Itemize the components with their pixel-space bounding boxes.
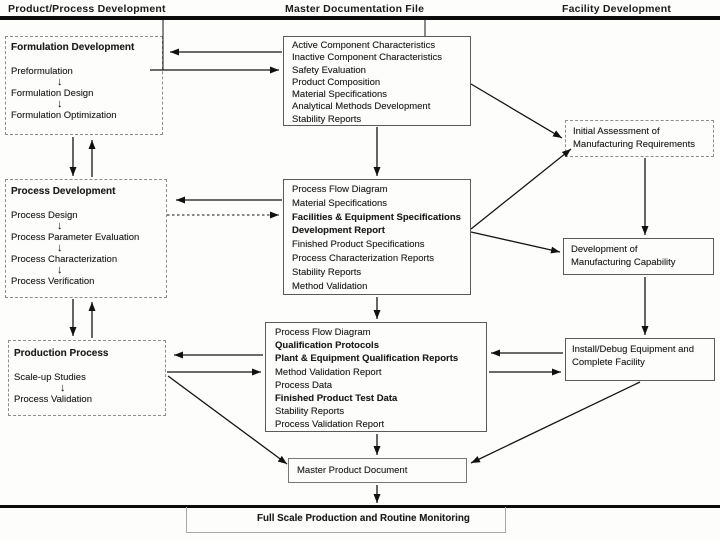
header-product-process-development: Product/Process Development (8, 3, 166, 15)
doc-item: Finished Product Specifications (292, 239, 425, 251)
full-scale-production-box: Full Scale Production and Routine Monito… (186, 507, 506, 533)
header-master-documentation-file: Master Documentation File (285, 3, 425, 15)
doc-item: Safety Evaluation (292, 64, 366, 76)
doc-item: Process Flow Diagram (275, 327, 371, 338)
doc-item: Development Report (292, 225, 385, 237)
formulation-development-box: Formulation Development Preformulation ↓… (5, 36, 163, 135)
down-arrow-icon: ↓ (57, 98, 63, 110)
header-facility-development: Facility Development (562, 3, 672, 15)
down-arrow-icon: ↓ (57, 76, 63, 88)
formulation-development-title: Formulation Development (11, 42, 135, 53)
initial-assessment-box: Initial Assessment of Manufacturing Requ… (565, 120, 714, 157)
initial-assessment-line2: Manufacturing Requirements (573, 138, 695, 150)
master-product-document-label: Master Product Document (297, 465, 408, 476)
step-process-parameter-evaluation: Process Parameter Evaluation (11, 232, 140, 243)
doc-item: Stability Reports (292, 266, 362, 278)
doc-item: Method Validation Report (275, 366, 382, 378)
process-documentation-box: Process Flow Diagram Material Specificat… (283, 179, 471, 295)
arrow-master-mid-to-dev-capability (470, 231, 561, 254)
doc-item: Process Flow Diagram (292, 184, 388, 195)
doc-item: Active Component Characteristics (292, 40, 436, 51)
doc-item: Finished Product Test Data (275, 393, 398, 405)
qualification-documentation-box: Process Flow Diagram Qualification Proto… (265, 322, 487, 432)
full-scale-production-label: Full Scale Production and Routine Monito… (257, 513, 470, 524)
install-debug-line2: Complete Facility (572, 356, 645, 368)
step-formulation-design: Formulation Design (11, 88, 94, 99)
doc-item: Inactive Component Characteristics (292, 52, 442, 64)
doc-item: Process Data (275, 379, 333, 391)
arrow-master-top-to-initial-assessment (470, 83, 563, 139)
dev-capability-line2: Manufacturing Capability (571, 256, 676, 268)
step-process-verification: Process Verification (11, 276, 95, 287)
step-process-characterization: Process Characterization (11, 254, 118, 265)
doc-item: Facilities & Equipment Specifications (292, 211, 461, 223)
down-arrow-icon: ↓ (57, 220, 63, 232)
step-process-design: Process Design (11, 210, 78, 221)
doc-item: Method Validation (292, 280, 368, 292)
doc-item: Process Characterization Reports (292, 252, 435, 264)
step-scale-up-studies: Scale-up Studies (14, 372, 86, 383)
step-process-validation: Process Validation (14, 394, 92, 405)
doc-item: Plant & Equipment Qualification Reports (275, 353, 459, 365)
step-preformulation: Preformulation (11, 66, 73, 77)
doc-item: Material Specifications (292, 89, 388, 101)
doc-item: Material Specifications (292, 197, 388, 209)
master-product-document-box: Master Product Document (288, 458, 467, 483)
top-divider-rule (0, 16, 720, 20)
process-development-title: Process Development (11, 186, 116, 197)
doc-item: Analytical Methods Development (292, 101, 431, 113)
bottom-divider-rule (0, 505, 720, 508)
production-process-box: Production Process Scale-up Studies ↓ Pr… (8, 340, 166, 416)
dev-capability-line1: Development of (571, 244, 638, 255)
down-arrow-icon: ↓ (60, 382, 66, 394)
doc-item: Process Validation Report (275, 419, 385, 431)
install-debug-line1: Install/Debug Equipment and (572, 344, 694, 355)
arrow-master-mid-to-initial-assessment (470, 148, 572, 230)
process-development-box: Process Development Process Design ↓ Pro… (5, 179, 167, 298)
install-debug-equipment-box: Install/Debug Equipment and Complete Fac… (565, 338, 715, 381)
doc-item: Stability Reports (275, 406, 345, 418)
component-characteristics-box: Active Component Characteristics Inactiv… (283, 36, 471, 126)
doc-item: Product Composition (292, 76, 381, 88)
doc-item: Stability Reports (292, 113, 362, 125)
down-arrow-icon: ↓ (57, 242, 63, 254)
doc-item: Qualification Protocols (275, 340, 379, 352)
arrow-install-debug-to-master-product (470, 381, 641, 464)
step-formulation-optimization: Formulation Optimization (11, 110, 117, 121)
development-of-manufacturing-capability-box: Development of Manufacturing Capability (563, 238, 714, 275)
production-process-title: Production Process (14, 348, 109, 359)
initial-assessment-line1: Initial Assessment of (573, 126, 660, 137)
down-arrow-icon: ↓ (57, 264, 63, 276)
